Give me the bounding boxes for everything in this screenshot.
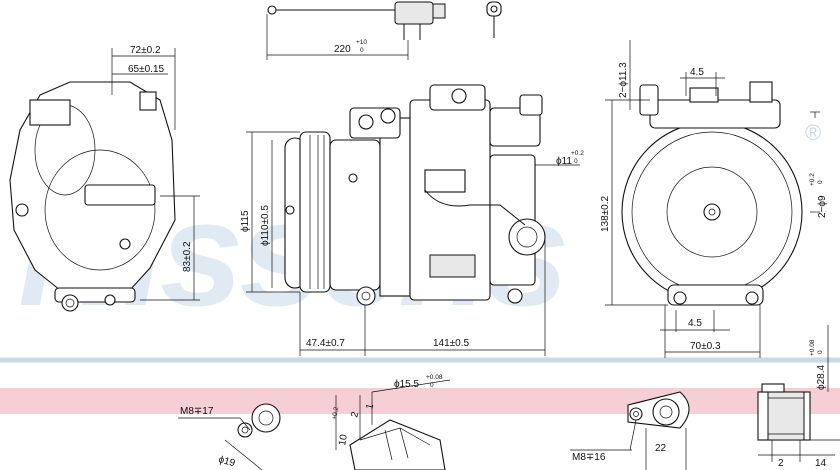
dim-len-141: 141±0.5 — [433, 338, 470, 349]
dim-port-dia: ϕ11 — [556, 156, 572, 167]
svg-text:0: 0 — [817, 350, 824, 354]
dim-val-2: 2 — [349, 410, 361, 419]
watermark-band — [0, 388, 840, 414]
dim-val-10: 10 — [337, 433, 350, 446]
right-front-view: 138±0.2 2−ϕ11.3 4.5 2−ϕ9 +0.2 0 4.5 70±0… — [600, 40, 828, 358]
dim-val-14: 14 — [815, 458, 827, 469]
detail-thread-m8-17: M8∓17 ϕ19 — [178, 403, 281, 470]
svg-text:0: 0 — [817, 180, 824, 184]
dim-dia-115: ϕ115 — [240, 210, 251, 232]
dim-dia-19: ϕ19 — [217, 454, 236, 469]
detail-port-section: ϕ15.5 +0.08 0 2 1 10 +0.2 — [331, 374, 451, 470]
dim-val-1: 1 — [364, 402, 376, 411]
dim-dia-28: ϕ28.4 — [816, 364, 827, 390]
sensor-wire-detail: 220 +10 0 — [266, 1, 502, 60]
detail-fitting: 2 14 ϕ28.4 +0.08 0 — [757, 325, 840, 469]
dim-width-65: 65±0.15 — [128, 64, 165, 75]
svg-text:+0.08: +0.08 — [426, 374, 443, 381]
dim-height-83: 83±0.2 — [182, 241, 193, 272]
svg-text:0: 0 — [574, 158, 578, 165]
dim-holes-top: 2−ϕ11.3 — [618, 62, 629, 98]
svg-text:0: 0 — [360, 47, 364, 54]
detail-thread-m8-16: M8∓16 22 — [570, 391, 690, 470]
dim-val-2-bottom: 2 — [778, 458, 784, 469]
svg-text:+0.2: +0.2 — [571, 150, 584, 157]
svg-text:+0.2: +0.2 — [809, 173, 816, 186]
svg-text:0: 0 — [430, 382, 434, 389]
svg-text:+0.2: +0.2 — [331, 406, 340, 420]
dim-dia-110: ϕ110±0.5 — [260, 205, 271, 246]
dim-height-138: 138±0.2 — [600, 195, 611, 232]
svg-text:+10: +10 — [356, 39, 367, 46]
dim-width-4-5-top: 4.5 — [690, 67, 704, 78]
dim-port-dia-15-5: ϕ15.5 — [394, 379, 420, 390]
dim-wire-length: 220 — [334, 44, 351, 55]
dim-width-70: 70±0.3 — [690, 341, 721, 352]
dim-width-72: 72±0.2 — [130, 45, 161, 56]
watermark-registered-mark: ® — [805, 120, 821, 145]
dim-thread-m8-16: M8∓16 — [572, 452, 606, 463]
center-side-view: ϕ115 ϕ110±0.5 47.4±0.7 141±0.5 ϕ11 +0.2 … — [240, 84, 584, 356]
left-side-view: 72±0.2 65±0.15 83±0.2 — [9, 45, 200, 312]
dim-holes-right: 2−ϕ9 — [817, 195, 828, 218]
svg-text:+0.08: +0.08 — [809, 339, 816, 356]
dim-len-47: 47.4±0.7 — [306, 338, 345, 349]
dim-width-4-5-bottom: 4.5 — [688, 318, 702, 329]
dim-thread-m8-17: M8∓17 — [180, 406, 214, 417]
dim-val-22: 22 — [655, 443, 667, 454]
